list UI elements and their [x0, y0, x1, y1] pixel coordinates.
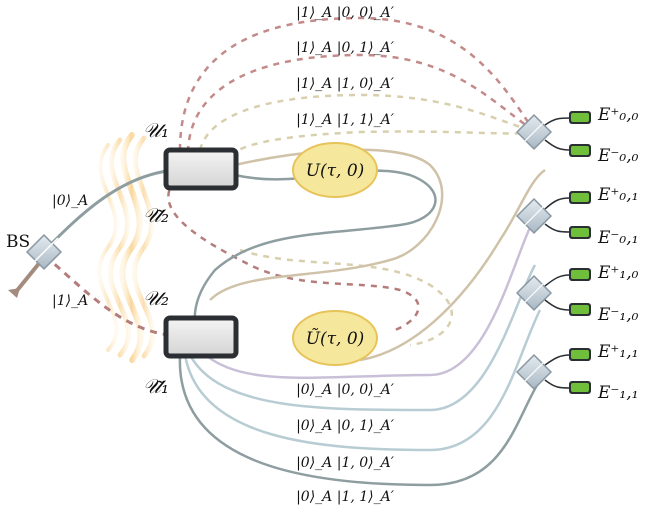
detector-label-01-plus: E⁺₀,₁	[597, 185, 638, 205]
splitter-4	[515, 353, 553, 391]
box-u2	[163, 315, 239, 359]
box-u1	[163, 147, 239, 191]
detector-boxes	[569, 111, 591, 394]
bottom-solid-paths	[178, 217, 542, 487]
u1-tilde-label: 𝒰̃₁	[143, 374, 169, 398]
top-dashed-paths	[167, 16, 532, 347]
detector-label-11-plus: E⁺₁,₁	[597, 342, 638, 362]
detector-label-00-plus: E⁺₀,₀	[597, 105, 639, 125]
unitary-bottom-ellipse	[292, 310, 378, 366]
splitter-2	[515, 197, 553, 235]
bottom-path-label-2: |0⟩_A |0, 1⟩_A′	[296, 418, 395, 434]
detector-label-01-minus: E⁻₀,₁	[597, 228, 638, 248]
input-one-label: |1⟩_A	[52, 293, 88, 309]
top-path-label-2: |1⟩_A |0, 1⟩_A′	[296, 40, 395, 56]
splitter-3	[515, 274, 553, 312]
detector-label-11-minus: E⁻₁,₁	[597, 383, 638, 403]
bottom-path-label-3: |0⟩_A |1, 0⟩_A′	[296, 455, 395, 471]
top-path-label-3: |1⟩_A |1, 0⟩_A′	[296, 76, 395, 92]
bs-label: BS	[6, 232, 30, 252]
detector-column	[515, 111, 591, 394]
detector-label-10-plus: E⁺₁,₀	[597, 263, 639, 283]
path-one-a	[44, 254, 171, 337]
detector-label-00-minus: E⁻₀,₀	[597, 146, 639, 166]
u2-label: 𝒰₂	[143, 286, 169, 310]
field-glow	[97, 132, 156, 363]
bottom-path-label-4: |0⟩_A |1, 1⟩_A′	[296, 489, 395, 505]
bottom-path-label-1: |0⟩_A |0, 0⟩_A′	[296, 382, 395, 398]
splitter-1	[515, 113, 553, 151]
beam-splitter	[25, 233, 63, 271]
u1-label: 𝒰₁	[143, 118, 169, 142]
input-zero-label: |0⟩_A	[52, 193, 88, 209]
detector-label-10-minus: E⁻₁,₀	[597, 305, 639, 325]
top-path-label-1: |1⟩_A |0, 0⟩_A′	[296, 5, 395, 21]
top-path-label-4: |1⟩_A |1, 1⟩_A′	[296, 112, 395, 128]
unitary-top-ellipse	[292, 142, 378, 198]
unitary-bottom-label: Ũ(τ, 0)	[306, 328, 365, 349]
unitary-top-label: U(τ, 0)	[306, 161, 365, 181]
u2-tilde-label: 𝒰̃₂	[143, 203, 169, 227]
